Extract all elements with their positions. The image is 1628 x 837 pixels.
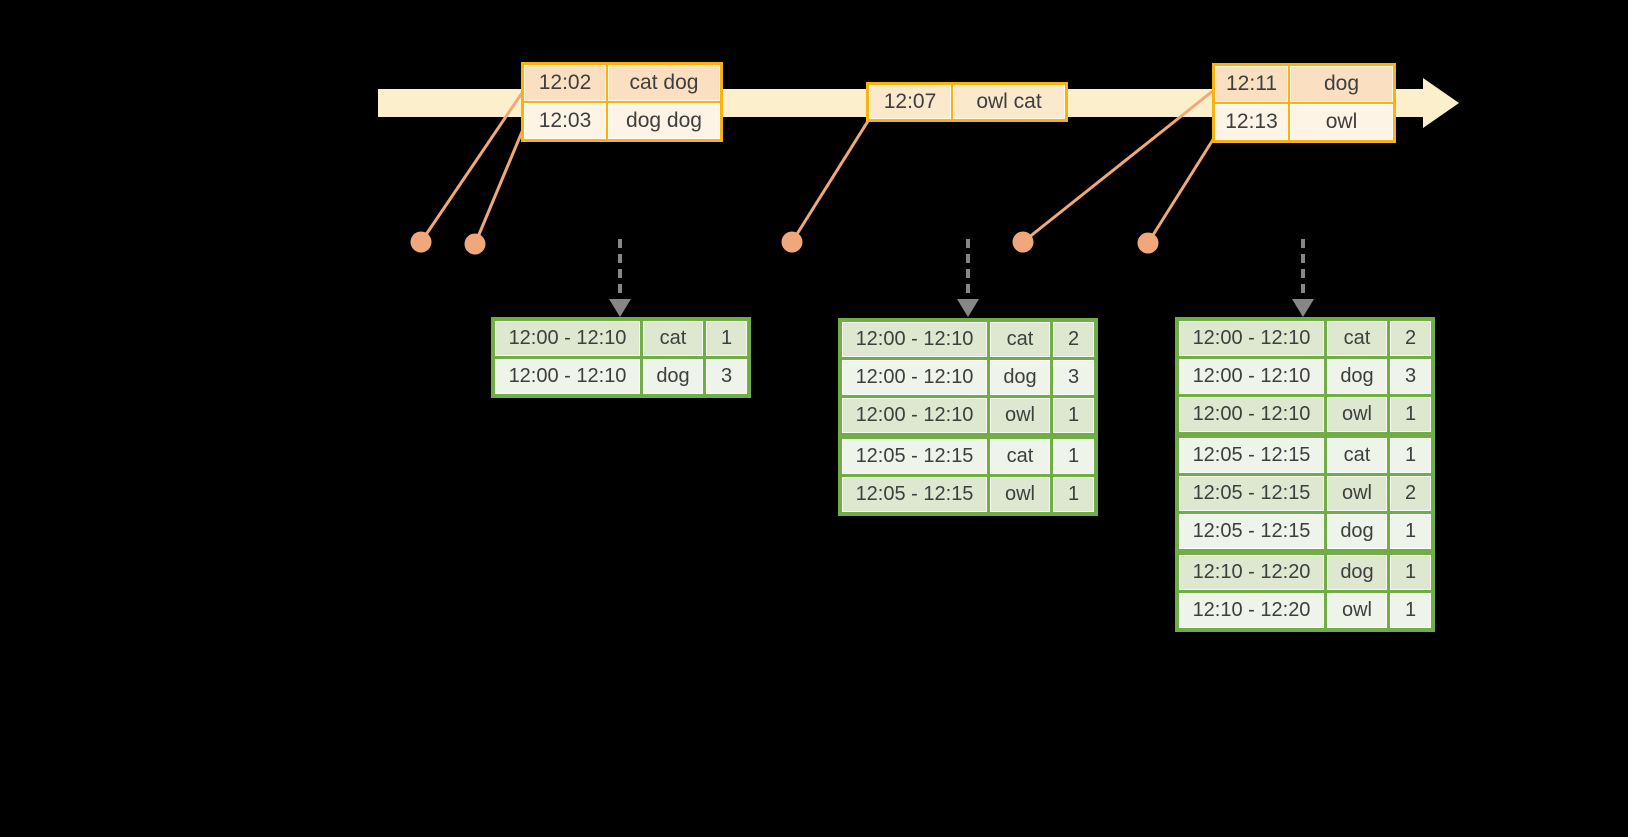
trigger-arrow-head bbox=[609, 299, 631, 317]
result-count-cell: 2 bbox=[1390, 476, 1431, 511]
event-dot-icon bbox=[1012, 231, 1034, 253]
event-words-cell: owl bbox=[1290, 104, 1393, 140]
result-word-cell: owl bbox=[990, 398, 1050, 433]
result-window-cell: 12:00 - 12:10 bbox=[1179, 397, 1324, 432]
event-words-cell: dog bbox=[1290, 66, 1393, 102]
connector-line bbox=[1146, 137, 1216, 244]
result-window-cell: 12:00 - 12:10 bbox=[495, 359, 640, 394]
trigger-arrow-icon bbox=[1292, 239, 1314, 317]
result-window-cell: 12:05 - 12:15 bbox=[1179, 438, 1324, 473]
event-dot-icon bbox=[1137, 232, 1159, 254]
result-word-cell: cat bbox=[1327, 321, 1387, 356]
result-window-cell: 12:00 - 12:10 bbox=[1179, 321, 1324, 356]
result-window-cell: 12:00 - 12:10 bbox=[842, 360, 987, 395]
connector-line bbox=[473, 126, 526, 245]
result-word-cell: owl bbox=[1327, 397, 1387, 432]
result-count-cell: 1 bbox=[1390, 514, 1431, 549]
event-time-cell: 12:02 bbox=[524, 65, 606, 101]
connector-line bbox=[419, 89, 526, 243]
result-count-cell: 3 bbox=[1053, 360, 1094, 395]
connector-line bbox=[790, 120, 870, 243]
event-words-cell: cat dog bbox=[608, 65, 720, 101]
event-time-cell: 12:13 bbox=[1215, 104, 1288, 140]
trigger-arrow-head bbox=[957, 299, 979, 317]
result-window-cell: 12:05 - 12:15 bbox=[1179, 476, 1324, 511]
event-time-cell: 12:03 bbox=[524, 103, 606, 139]
result-count-cell: 1 bbox=[1390, 555, 1431, 590]
result-word-cell: dog bbox=[1327, 514, 1387, 549]
result-word-cell: dog bbox=[643, 359, 703, 394]
event-words-cell: dog dog bbox=[608, 103, 720, 139]
result-count-cell: 3 bbox=[1390, 359, 1431, 394]
result-word-cell: owl bbox=[1327, 476, 1387, 511]
result-count-cell: 3 bbox=[706, 359, 747, 394]
result-count-cell: 1 bbox=[706, 321, 747, 356]
result-window-cell: 12:10 - 12:20 bbox=[1179, 555, 1324, 590]
result-count-cell: 2 bbox=[1053, 322, 1094, 357]
timeline-arrowhead-icon bbox=[1423, 78, 1459, 128]
result-count-cell: 1 bbox=[1390, 593, 1431, 628]
trigger-arrow-icon bbox=[609, 239, 631, 317]
result-window-cell: 12:00 - 12:10 bbox=[842, 398, 987, 433]
event-words-cell: owl cat bbox=[953, 85, 1065, 119]
result-word-cell: cat bbox=[1327, 438, 1387, 473]
result-window-cell: 12:05 - 12:15 bbox=[842, 477, 987, 512]
trigger-arrow-head bbox=[1292, 299, 1314, 317]
event-dot-icon bbox=[410, 231, 432, 253]
trigger-arrow-icon bbox=[957, 239, 979, 317]
result-word-cell: cat bbox=[643, 321, 703, 356]
event-time-cell: 12:11 bbox=[1215, 66, 1288, 102]
result-word-cell: dog bbox=[1327, 555, 1387, 590]
result-count-cell: 1 bbox=[1390, 397, 1431, 432]
result-word-cell: owl bbox=[990, 477, 1050, 512]
connector-line bbox=[1022, 88, 1215, 244]
result-word-cell: dog bbox=[990, 360, 1050, 395]
result-word-cell: owl bbox=[1327, 593, 1387, 628]
result-word-cell: cat bbox=[990, 439, 1050, 474]
result-window-cell: 12:05 - 12:15 bbox=[1179, 514, 1324, 549]
result-count-cell: 1 bbox=[1053, 439, 1094, 474]
result-window-cell: 12:00 - 12:10 bbox=[1179, 359, 1324, 394]
result-count-cell: 1 bbox=[1053, 477, 1094, 512]
event-dot-icon bbox=[464, 233, 486, 255]
event-time-cell: 12:07 bbox=[869, 85, 951, 119]
result-window-cell: 12:00 - 12:10 bbox=[842, 322, 987, 357]
result-window-cell: 12:05 - 12:15 bbox=[842, 439, 987, 474]
result-count-cell: 1 bbox=[1390, 438, 1431, 473]
result-word-cell: cat bbox=[990, 322, 1050, 357]
result-word-cell: dog bbox=[1327, 359, 1387, 394]
result-window-cell: 12:00 - 12:10 bbox=[495, 321, 640, 356]
result-count-cell: 1 bbox=[1053, 398, 1094, 433]
event-dot-icon bbox=[781, 231, 803, 253]
result-window-cell: 12:10 - 12:20 bbox=[1179, 593, 1324, 628]
result-count-cell: 2 bbox=[1390, 321, 1431, 356]
